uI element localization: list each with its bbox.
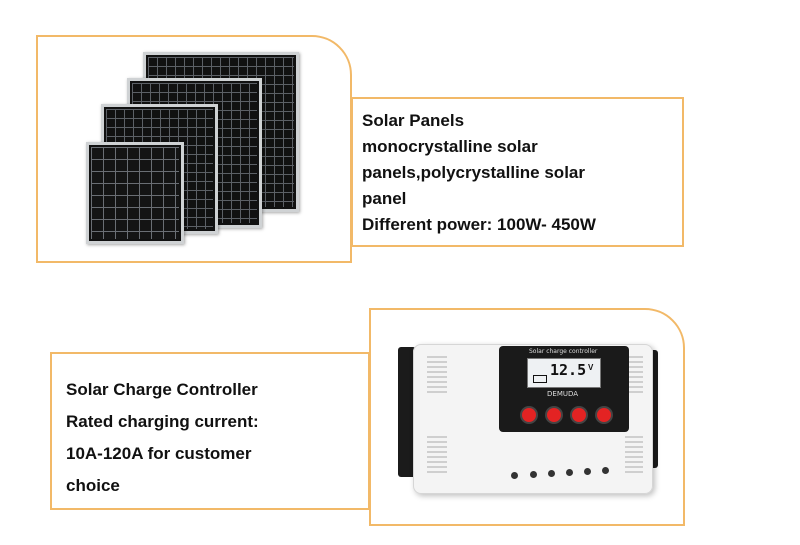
panels-type-line-2: panels,polycrystalline solar — [362, 163, 585, 182]
controller-current-line-2: 10A-120A for customer — [66, 444, 252, 463]
panels-text-frame — [351, 97, 684, 247]
controller-current-line-3: choice — [66, 476, 120, 495]
controller-header-label: Solar charge controller — [529, 348, 598, 355]
mounting-bracket-right — [648, 350, 658, 468]
controller-image-frame — [369, 308, 685, 526]
panels-title: Solar Panels — [362, 111, 465, 130]
up-button[interactable] — [547, 408, 561, 422]
controller-current-line-1: Rated charging current: — [66, 412, 259, 431]
mounting-bracket-left — [398, 347, 416, 477]
controller-title: Solar Charge Controller — [66, 380, 258, 399]
controller-description: Solar Charge Controller Rated charging c… — [66, 374, 259, 502]
panels-power-range: Different power: 100W- 450W — [362, 215, 596, 234]
controller-text-frame — [50, 352, 370, 510]
enter-button[interactable] — [597, 408, 611, 422]
menu-button[interactable] — [522, 408, 536, 422]
down-button[interactable] — [572, 408, 586, 422]
panels-description: Solar Panels monocrystalline solar panel… — [362, 108, 596, 238]
panels-type-line-3: panel — [362, 189, 407, 208]
lcd-readout: 12.5 — [550, 361, 587, 379]
controller-faceplate: Solar charge controller 12.5 V DEMUDA — [499, 346, 629, 432]
controller-brand: DEMUDA — [547, 390, 579, 398]
battery-icon — [533, 375, 547, 383]
lcd-display: 12.5 V — [527, 358, 601, 388]
panels-type-line-1: monocrystalline solar — [362, 137, 538, 156]
lcd-unit: V — [588, 363, 594, 372]
